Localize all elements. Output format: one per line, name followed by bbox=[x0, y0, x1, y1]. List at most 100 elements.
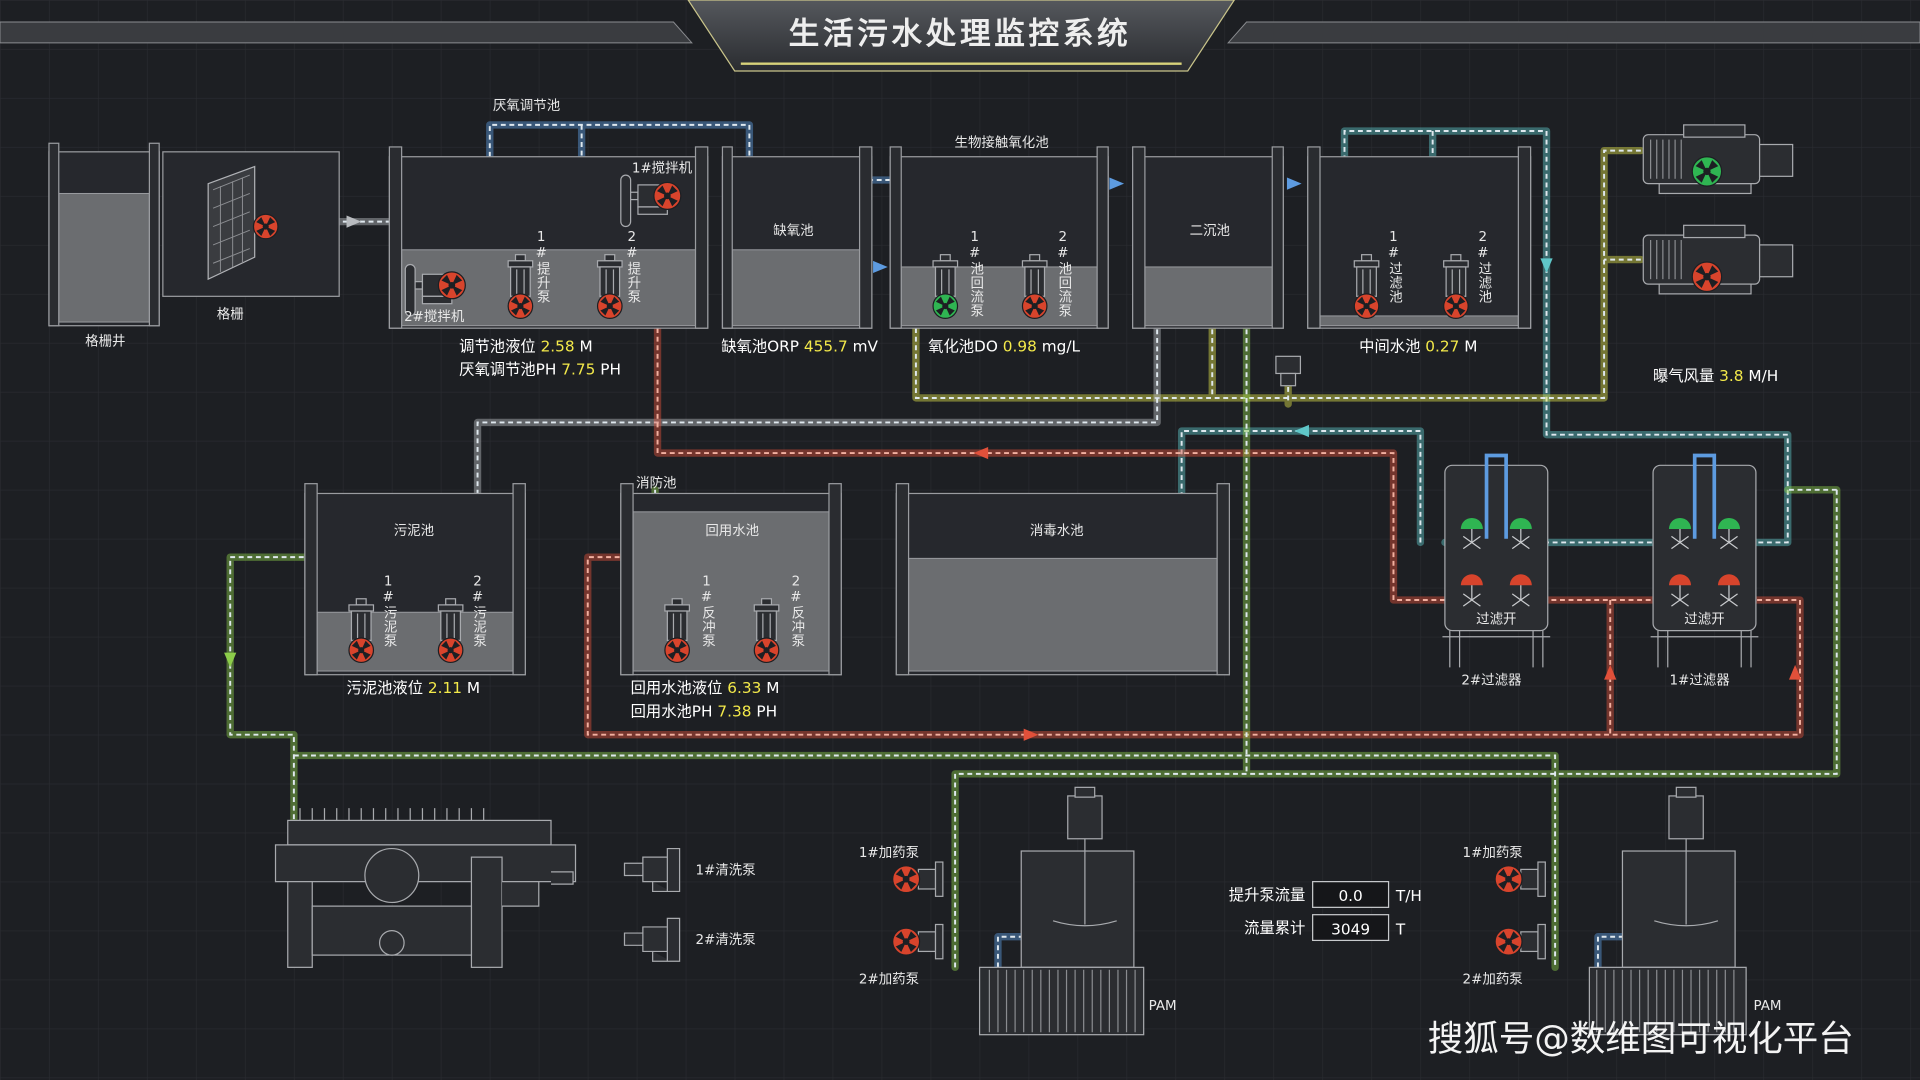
reuse-tank: 消防池 回用水池 bbox=[620, 475, 842, 676]
valve-outlet[interactable] bbox=[1509, 574, 1532, 607]
pump-backwash1[interactable]: 1#反冲泵 bbox=[664, 574, 716, 664]
pump-filter2[interactable]: 2#过滤池 bbox=[1443, 230, 1492, 319]
pump-label: 1#污泥泵 bbox=[381, 574, 398, 647]
wash-pump-1-label: 1#清洗泵 bbox=[696, 862, 756, 878]
secondary-tank: 二沉池 bbox=[1132, 146, 1284, 329]
filter-2-label: 2#过滤器 bbox=[1461, 672, 1522, 688]
pump-sludge2[interactable]: 2#污泥泵 bbox=[437, 574, 487, 664]
filter-inner-pipe bbox=[1692, 453, 1717, 539]
valve-inlet[interactable] bbox=[1509, 517, 1532, 550]
reading-value: 6.33 bbox=[727, 679, 761, 697]
pump-sludge1[interactable]: 1#污泥泵 bbox=[348, 574, 398, 664]
reading-value: 2.58 bbox=[541, 337, 575, 355]
valve-inlet[interactable] bbox=[1460, 517, 1483, 550]
reading-value: 7.75 bbox=[561, 361, 595, 379]
grille-label: 格栅 bbox=[217, 306, 244, 322]
reading-label: 调节池液位 bbox=[459, 337, 536, 355]
reuse-label: 回用水池 bbox=[705, 523, 759, 539]
intermediate-tank bbox=[1307, 146, 1532, 329]
reading-unit: PH bbox=[756, 702, 777, 720]
dose-pump-1-right-label: 1#加药泵 bbox=[1463, 845, 1523, 861]
valve-inlet[interactable] bbox=[1668, 517, 1692, 550]
lift-flow-label: 提升泵流量 bbox=[1229, 886, 1306, 904]
anoxic-label: 缺氧池 bbox=[773, 223, 813, 239]
total-flow-value: 3049 bbox=[1331, 920, 1370, 938]
valve-outlet[interactable] bbox=[1717, 574, 1740, 607]
reading-unit: M bbox=[580, 337, 593, 355]
pump-label: 1#过滤池 bbox=[1386, 230, 1403, 303]
pump-filter1[interactable]: 1#过滤池 bbox=[1353, 230, 1403, 319]
air-valve[interactable] bbox=[1275, 355, 1302, 387]
reading-unit: mV bbox=[853, 337, 879, 355]
filter-1-label: 1#过滤器 bbox=[1669, 672, 1730, 688]
reading-label: 氧化池DO bbox=[928, 337, 998, 355]
flow-arrow bbox=[1109, 177, 1125, 190]
pump-label: 2#池回流泵 bbox=[1055, 230, 1072, 318]
header: 生活污水处理监控系统 bbox=[0, 0, 1920, 72]
grille: 格栅 bbox=[162, 151, 340, 322]
mixer-1[interactable]: 1#搅拌机 bbox=[620, 161, 693, 228]
blower-1[interactable] bbox=[1642, 124, 1794, 195]
flow-arrow bbox=[973, 446, 989, 460]
pump-return1[interactable]: 1#池回流泵 bbox=[932, 230, 984, 319]
blower-2[interactable] bbox=[1642, 224, 1794, 295]
anaerobic-label: 厌氧调节池 bbox=[493, 98, 560, 114]
secondary-label: 二沉池 bbox=[1190, 223, 1230, 239]
bio-oxidation-tank: 生物接触氧化池 bbox=[889, 134, 1109, 329]
pump-label: 1#池回流泵 bbox=[967, 230, 984, 318]
reading-value: 455.7 bbox=[804, 337, 848, 355]
mixer-label: 1#搅拌机 bbox=[632, 161, 693, 177]
dose-pump-2-right-label: 2#加药泵 bbox=[1463, 971, 1523, 987]
reading-value: 7.38 bbox=[717, 702, 751, 720]
flow-arrow bbox=[1023, 728, 1039, 741]
valve-outlet[interactable] bbox=[1460, 574, 1483, 607]
reading-unit: M/H bbox=[1748, 367, 1778, 385]
dose-pump-1[interactable] bbox=[892, 861, 944, 897]
bio-oxidation-label: 生物接触氧化池 bbox=[955, 134, 1049, 151]
dose-pump-4[interactable] bbox=[1494, 923, 1546, 960]
filter-1-status: 过滤开 bbox=[1684, 611, 1724, 627]
total-flow-unit: T bbox=[1395, 920, 1406, 938]
mixer-label: 2#搅拌机 bbox=[404, 309, 465, 325]
tank-ribs bbox=[988, 969, 1735, 1033]
flow-arrow bbox=[1604, 664, 1617, 680]
reading-label: 曝气风量 bbox=[1653, 367, 1714, 385]
flow-arrow bbox=[1788, 664, 1802, 680]
devices: 1#提升泵 2#提升泵 1#池回流泵 2#池回流泵 1#过滤池 2#过滤池 1#污泥泵 2#污… bbox=[252, 124, 1794, 960]
valve-outlet[interactable] bbox=[1668, 574, 1692, 607]
valve-inlet[interactable] bbox=[1717, 517, 1740, 550]
pump-label: 1#提升泵 bbox=[534, 230, 551, 303]
grille-motor bbox=[252, 213, 279, 240]
grille-well: 格栅井 bbox=[48, 142, 160, 349]
reading-unit: M bbox=[467, 679, 480, 697]
dose-pump-2[interactable] bbox=[892, 923, 944, 960]
flow-arrow bbox=[1294, 424, 1309, 438]
reading-value: 2.11 bbox=[428, 679, 462, 697]
mixer-2[interactable]: 2#搅拌机 bbox=[404, 263, 466, 325]
dose-pump-2-left-label: 2#加药泵 bbox=[859, 971, 919, 987]
filter-2-status: 过滤开 bbox=[1476, 611, 1516, 627]
disinfect-label: 消毒水池 bbox=[1030, 523, 1084, 539]
pump-backwash2[interactable]: 2#反冲泵 bbox=[753, 574, 805, 664]
pump-return2[interactable]: 2#池回流泵 bbox=[1021, 230, 1072, 319]
pump-label: 2#污泥泵 bbox=[470, 574, 487, 647]
reading-unit: M bbox=[1464, 337, 1477, 355]
reading-label: 污泥池液位 bbox=[347, 679, 424, 697]
flow-arrow bbox=[224, 652, 237, 668]
reading-label: 回用水池PH bbox=[631, 702, 713, 720]
flow-arrow bbox=[346, 215, 362, 228]
pump-lift1[interactable]: 1#提升泵 bbox=[507, 230, 551, 319]
dose-pump-3[interactable] bbox=[1494, 861, 1546, 897]
wash-pump-1[interactable]: 1#清洗泵 bbox=[623, 847, 756, 893]
pump-lift2[interactable]: 2#提升泵 bbox=[596, 230, 642, 319]
anoxic-tank: 缺氧池 bbox=[721, 146, 873, 329]
filter-1: 过滤开 1#过滤器 bbox=[1650, 464, 1759, 688]
wash-pump-2[interactable]: 2#清洗泵 bbox=[623, 917, 756, 962]
